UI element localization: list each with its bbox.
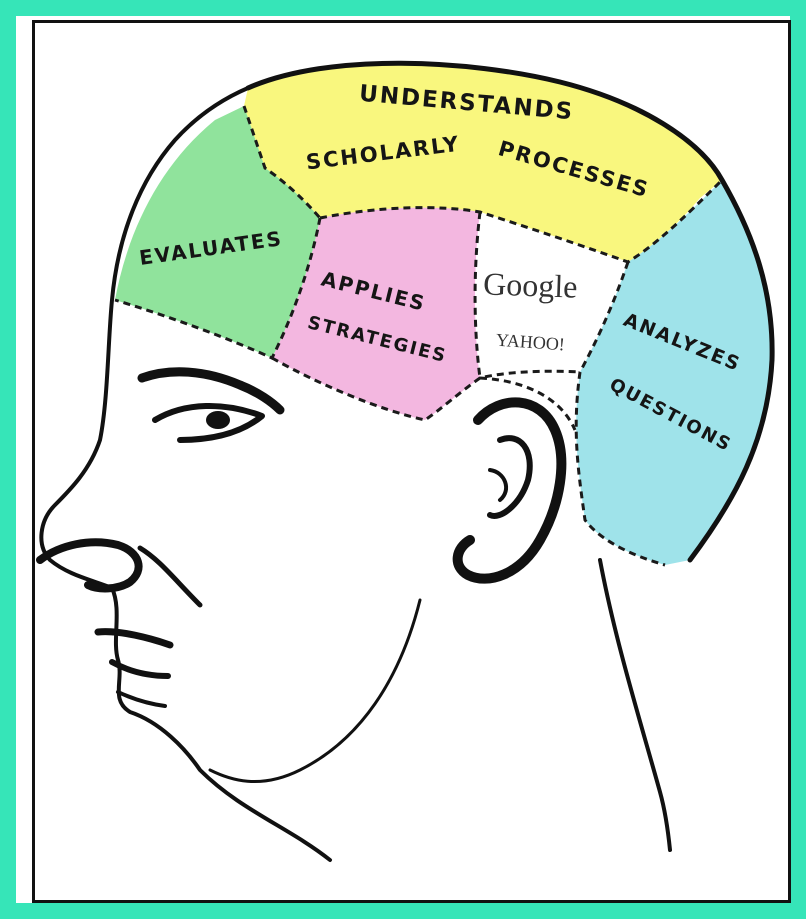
google-logo-text: Google — [483, 265, 578, 304]
